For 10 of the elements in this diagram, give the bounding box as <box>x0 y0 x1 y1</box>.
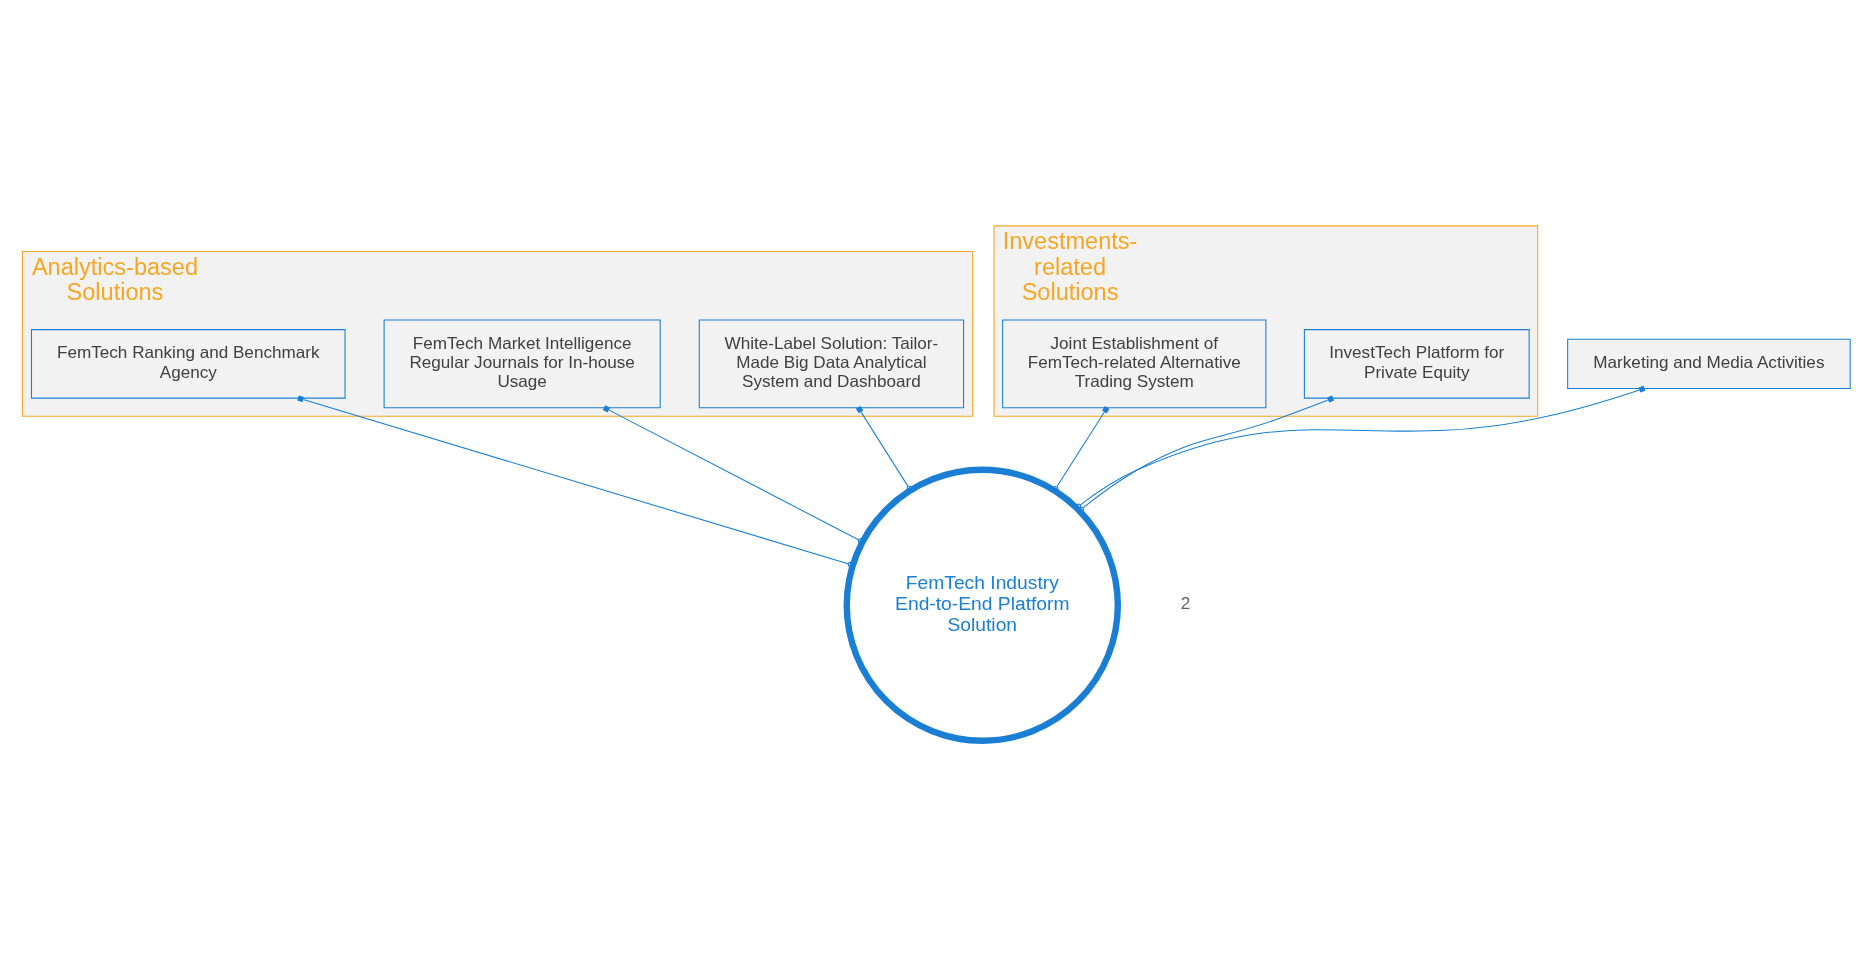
node-box: White-Label Solution: Tailor-Made Big Data Analytical System and Dashboard <box>698 319 965 409</box>
node-box: Joint Establishment of FemTech-related Alternative Trading System <box>1002 319 1267 409</box>
connector <box>855 405 912 492</box>
label: 2 <box>1180 594 1191 614</box>
connector <box>297 395 854 568</box>
connector <box>602 405 864 544</box>
connector <box>1075 385 1646 509</box>
connector <box>1052 406 1110 492</box>
node-circle: FemTech Industry End-to-End Platform Solution <box>843 466 1122 744</box>
connector <box>1078 395 1335 512</box>
